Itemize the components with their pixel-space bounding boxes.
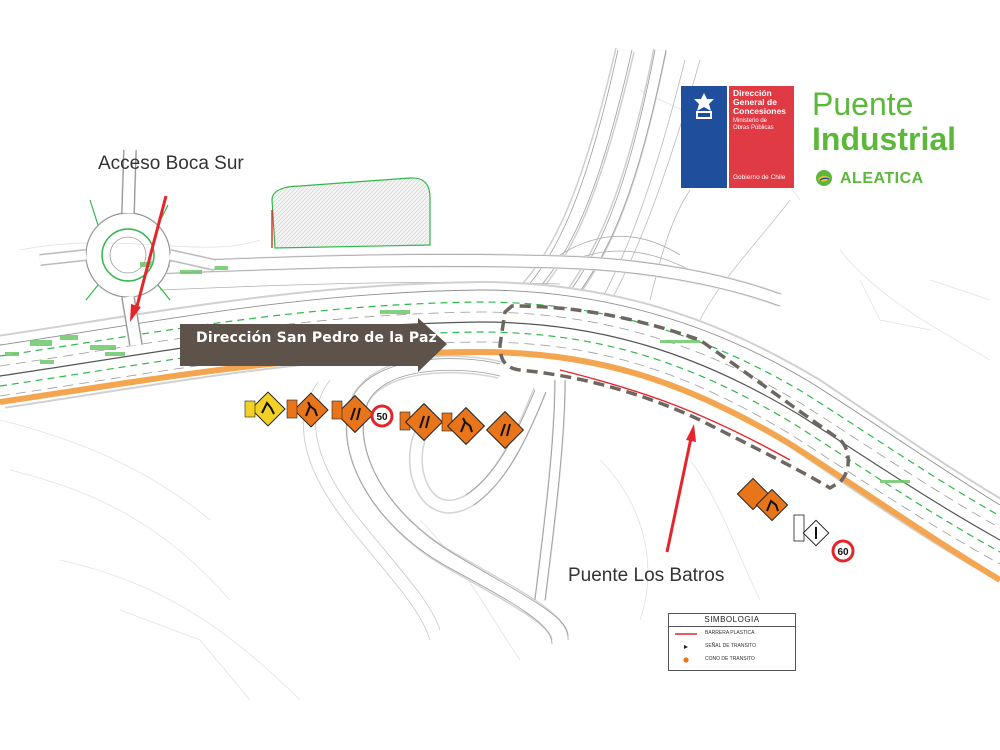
direction-arrow-label: Dirección San Pedro de la Paz <box>196 330 438 346</box>
legend-item: BARRERA PLASTICA <box>669 627 795 640</box>
roundabout <box>39 149 217 347</box>
speed-sign-50 <box>370 404 394 428</box>
crest-icon <box>694 93 714 119</box>
brand-puente: Puente <box>812 86 914 122</box>
barrier-icon <box>675 633 697 635</box>
traffic-sign-icon <box>684 645 688 649</box>
traffic-cone-icon <box>683 657 689 663</box>
speed-50-text: 50 <box>376 412 388 423</box>
legend-label: BARRERA PLASTICA <box>705 630 755 636</box>
sign-lane-2 <box>404 402 444 442</box>
speed-60-text: 60 <box>837 547 849 558</box>
work-zone-outline <box>498 304 850 491</box>
sign-yellow <box>250 391 286 427</box>
legend-label: CONO DE TRANSITO <box>705 656 755 662</box>
sign-worker-1 <box>293 392 329 428</box>
speed-sign-60 <box>831 539 855 563</box>
label-acceso-boca-sur: Acceso Boca Sur <box>98 153 244 174</box>
aleatica-logo-icon <box>816 170 832 186</box>
legend-item: SEÑAL DE TRANSITO <box>669 640 795 653</box>
interchange-loops <box>303 355 569 645</box>
flag-text-1: Dirección <box>733 88 772 98</box>
flag-ministry-1: Ministerio de <box>733 118 768 124</box>
flag-text-2: General de <box>733 97 777 107</box>
sign-group-right <box>736 477 855 563</box>
government-logo: Dirección General de Concesiones Ministe… <box>681 86 794 188</box>
legend-title: SIMBOLOGIA <box>669 614 795 627</box>
brand-aleatica: ALEATICA <box>840 170 924 187</box>
legend-label: SEÑAL DE TRANSITO <box>705 643 757 649</box>
hatched-lot <box>271 177 431 249</box>
label-puente-los-batros: Puente Los Batros <box>568 565 725 586</box>
upper-road <box>149 253 783 307</box>
flag-text-3: Concesiones <box>733 106 786 116</box>
direction-arrow-shape <box>180 318 447 372</box>
flag-ministry-2: Obras Públicas <box>733 125 774 131</box>
sign-row-left <box>244 391 525 450</box>
sign-lane <box>335 394 375 434</box>
flag-gov-text: Gobierno de Chile <box>733 174 786 181</box>
pointer-arrows <box>130 195 696 553</box>
sign-merge <box>485 410 525 450</box>
legend-box: SIMBOLOGIA BARRERA PLASTICA SEÑAL DE TRA… <box>668 613 796 671</box>
brand-industrial: Industrial <box>812 121 957 157</box>
legend-item: CONO DE TRANSITO <box>669 653 795 666</box>
sign-worker-2 <box>446 406 486 446</box>
